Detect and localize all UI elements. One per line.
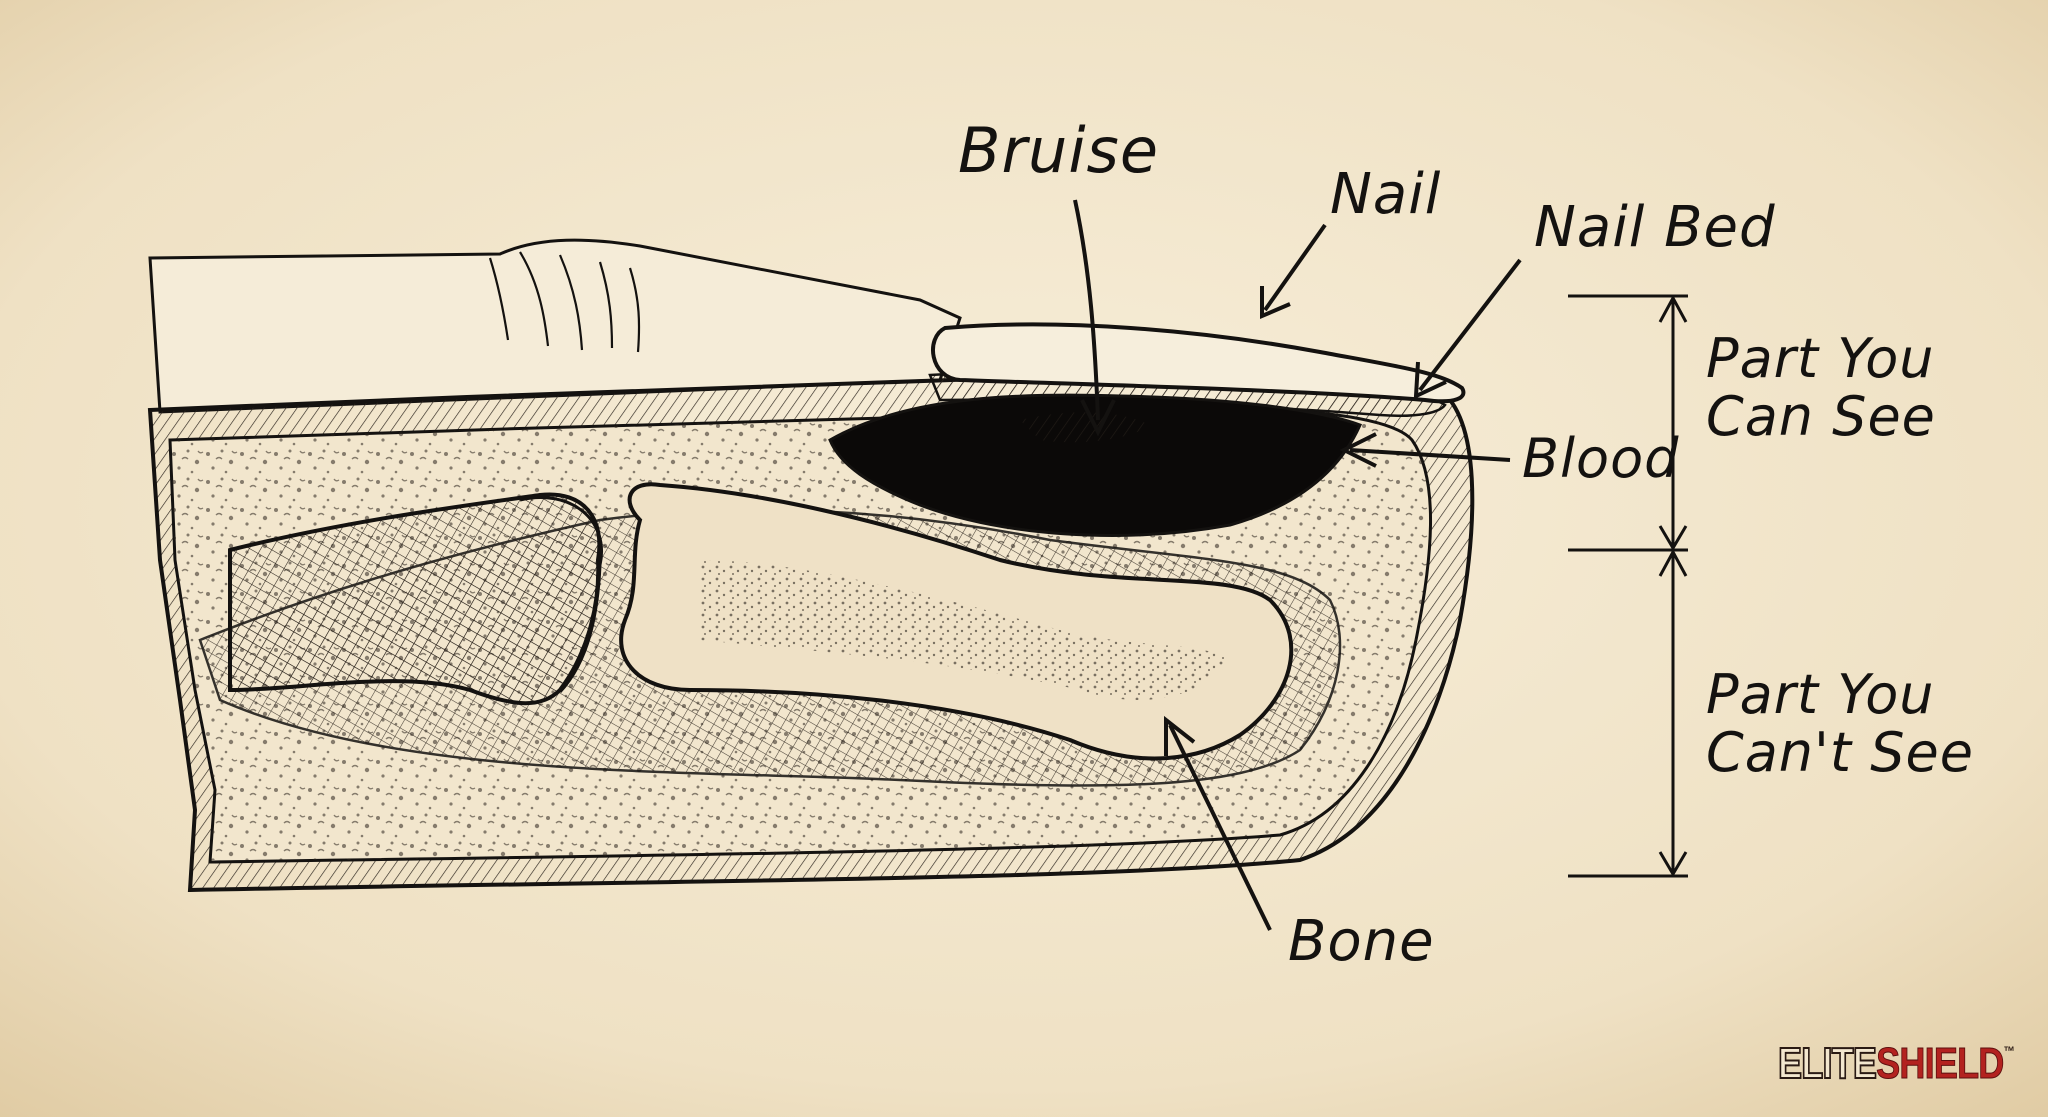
bone-label: Bone	[1288, 909, 1435, 974]
finger-top-outline	[148, 238, 962, 414]
brand-logo: ELITESHIELD™	[1777, 1039, 2015, 1088]
blood-arrow	[1339, 432, 1511, 468]
visible-part-label: Part You Can See	[1706, 327, 1936, 449]
visible-part-label-line2: Can See	[1706, 385, 1936, 449]
blood-pool	[828, 393, 1363, 537]
bone-arrow	[1164, 715, 1272, 931]
trademark-symbol: ™	[2003, 1043, 2015, 1059]
nail-bed-label: Nail Bed	[1534, 195, 1776, 260]
hidden-part-label-line1: Part You	[1706, 663, 1935, 726]
hidden-part-label-line2: Can't See	[1706, 721, 1974, 785]
bruise-highlight	[1020, 412, 1150, 443]
knuckle-wrinkles	[488, 251, 641, 353]
bruise-label: Bruise	[958, 114, 1159, 187]
distal-bone-stipple	[700, 560, 1230, 700]
nail-bed-arrow	[1413, 258, 1522, 400]
hidden-part-label: Part You Can't See	[1706, 663, 1974, 785]
blood-label: Blood	[1522, 427, 1680, 490]
nail-arrow	[1260, 223, 1327, 320]
middle-phalanx-head	[519, 495, 603, 694]
hidden-part-bracket	[1568, 548, 1688, 878]
visible-part-label-line1: Part You	[1706, 327, 1935, 390]
nail-label: Nail	[1330, 162, 1442, 227]
brand-logo-part1: ELITE	[1777, 1039, 1878, 1088]
nail-plate	[931, 322, 1466, 404]
visible-part-bracket	[1568, 294, 1688, 552]
bruise-arrow	[1073, 199, 1116, 437]
brand-logo-part2: SHIELD	[1876, 1039, 2005, 1088]
